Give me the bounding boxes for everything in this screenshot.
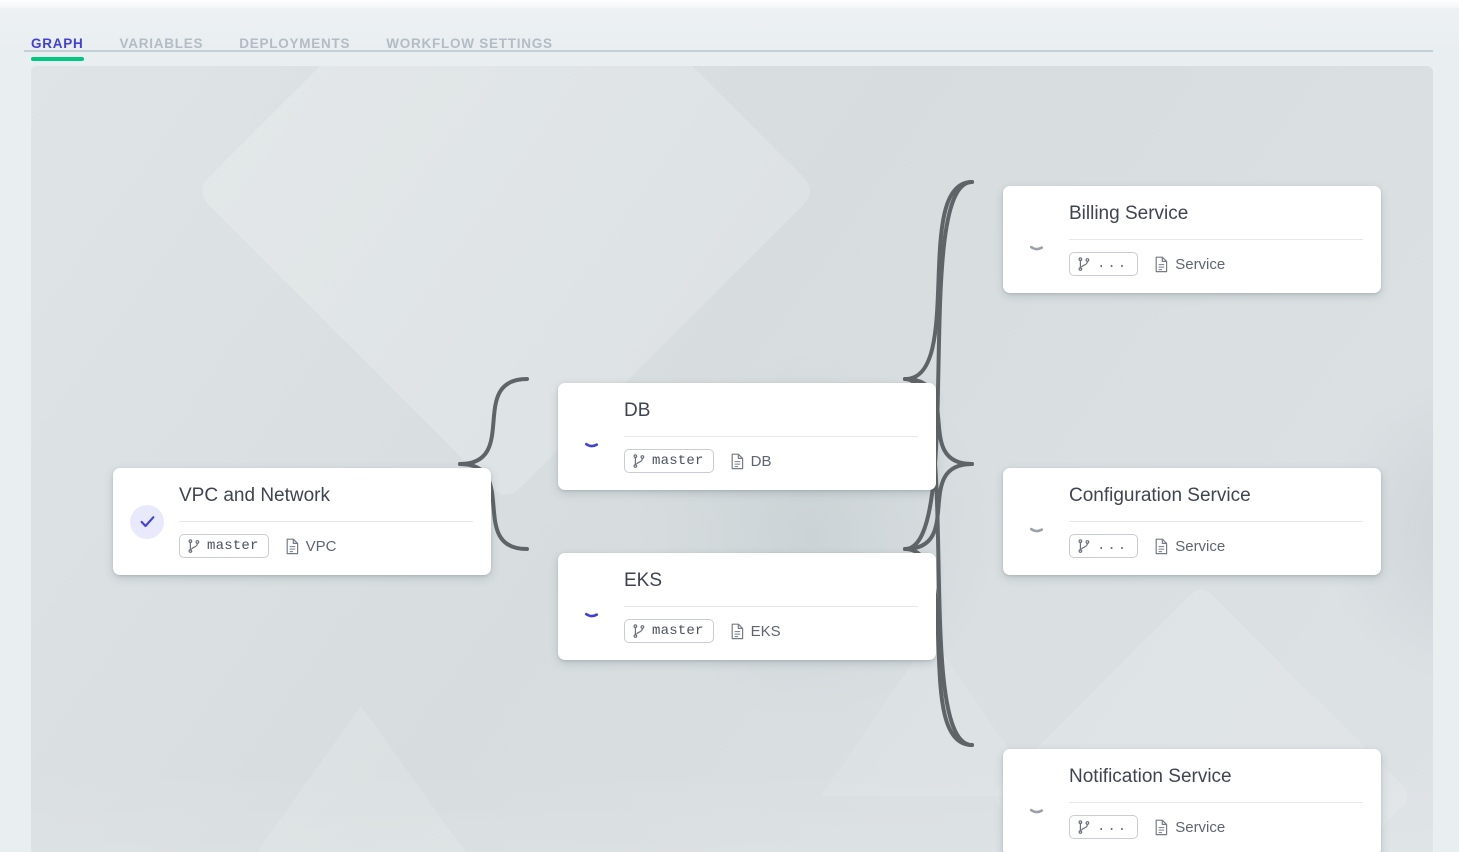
- node-branch-badge[interactable]: master: [624, 449, 714, 473]
- node-kind-label: VPC: [305, 537, 337, 555]
- node-kind-label: Service: [1175, 255, 1226, 273]
- spinner-icon: [584, 442, 599, 447]
- tab-bar-divider: [24, 50, 1433, 52]
- node-status-running: [575, 420, 609, 454]
- file-icon: [731, 623, 743, 639]
- git-branch-icon: [188, 538, 200, 553]
- node-title: DB: [624, 400, 651, 421]
- node-kind: Service: [1154, 538, 1225, 555]
- tab-bar: GRAPH VARIABLES DEPLOYMENTS WORKFLOW SETTIN…: [0, 8, 1459, 61]
- node-branch-badge[interactable]: ...: [1069, 815, 1139, 839]
- node-meta: master EKS: [558, 607, 936, 660]
- tab-list: GRAPH VARIABLES DEPLOYMENTS WORKFLOW SETTIN…: [31, 22, 589, 61]
- graph-node-billing[interactable]: Billing Service... Service: [1003, 186, 1381, 293]
- node-divider: [1069, 802, 1363, 803]
- node-meta: master DB: [558, 437, 936, 490]
- check-icon: [140, 516, 154, 528]
- spinner-icon: [1029, 808, 1044, 813]
- git-branch-icon: [633, 453, 645, 468]
- node-divider: [1069, 239, 1363, 240]
- node-kind-label: Service: [1175, 537, 1226, 555]
- node-kind: VPC: [285, 537, 337, 555]
- node-kind-label: DB: [750, 452, 772, 470]
- node-branch-badge[interactable]: master: [179, 534, 269, 558]
- file-icon: [1155, 538, 1168, 554]
- graph-node-configuration[interactable]: Configuration Service... Service: [1003, 468, 1381, 575]
- git-branch-icon: [1078, 256, 1090, 271]
- graph-edge-db-to-billing: [903, 180, 974, 382]
- node-branch-label: master: [652, 623, 704, 639]
- node-kind-label: Service: [1175, 818, 1226, 836]
- spinner-icon: [1029, 527, 1044, 532]
- node-branch-label: master: [652, 453, 704, 469]
- node-branch-label: ...: [1097, 256, 1129, 272]
- node-divider: [624, 606, 918, 607]
- git-branch-icon: [1078, 538, 1090, 553]
- tab-graph[interactable]: GRAPH: [31, 36, 84, 61]
- node-title: Billing Service: [1069, 203, 1189, 224]
- node-divider: [624, 436, 918, 437]
- node-branch-badge[interactable]: master: [624, 619, 714, 643]
- node-divider: [1069, 521, 1363, 522]
- node-title: Notification Service: [1069, 766, 1232, 787]
- file-icon: [1155, 819, 1168, 835]
- node-meta: ... Service: [1003, 803, 1381, 852]
- node-branch-label: master: [207, 538, 259, 554]
- node-kind: EKS: [730, 623, 781, 640]
- node-title: VPC and Network: [179, 485, 331, 506]
- tab-workflow-settings[interactable]: WORKFLOW SETTINGS: [386, 36, 553, 51]
- git-branch-icon: [1078, 819, 1090, 834]
- file-icon: [731, 453, 743, 469]
- node-branch-label: ...: [1097, 819, 1129, 835]
- background-triangle-left: [211, 706, 511, 852]
- graph-node-notification[interactable]: Notification Service... Service: [1003, 749, 1381, 852]
- node-kind: Service: [1154, 256, 1225, 273]
- node-divider: [179, 521, 473, 522]
- file-icon: [1155, 256, 1168, 272]
- node-meta: ... Service: [1003, 522, 1381, 575]
- tab-variables[interactable]: VARIABLES: [119, 36, 204, 51]
- node-status-pending: [1020, 505, 1054, 539]
- node-kind-label: EKS: [750, 622, 781, 640]
- file-icon: [286, 538, 298, 554]
- window-top-strip: [0, 0, 1459, 8]
- node-status-pending: [1020, 786, 1054, 820]
- node-status-running: [575, 590, 609, 624]
- graph-node-eks[interactable]: EKS master EKS: [558, 553, 936, 660]
- spinner-icon: [584, 612, 599, 617]
- node-status-pending: [1020, 223, 1054, 257]
- node-kind: Service: [1154, 819, 1225, 836]
- node-branch-badge[interactable]: ...: [1069, 252, 1139, 276]
- spinner-icon: [1029, 245, 1044, 250]
- git-branch-icon: [633, 623, 645, 638]
- graph-node-db[interactable]: DB master DB: [558, 383, 936, 490]
- node-meta: ... Service: [1003, 240, 1381, 293]
- node-meta: master VPC: [113, 522, 491, 575]
- node-branch-badge[interactable]: ...: [1069, 534, 1139, 558]
- node-title: Configuration Service: [1069, 485, 1251, 506]
- node-branch-label: ...: [1097, 538, 1129, 554]
- node-title: EKS: [624, 570, 663, 591]
- graph-node-vpc[interactable]: VPC and Network master VPC: [113, 468, 491, 575]
- tab-deployments[interactable]: DEPLOYMENTS: [239, 36, 351, 51]
- node-kind: DB: [730, 452, 772, 470]
- node-status-success: [130, 504, 164, 539]
